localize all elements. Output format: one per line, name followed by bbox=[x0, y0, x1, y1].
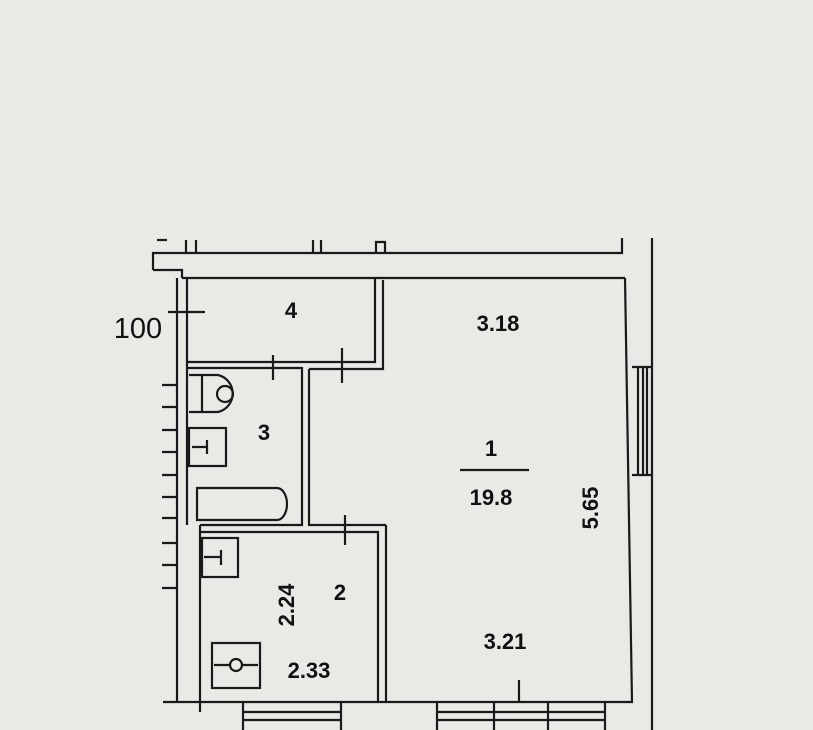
kitchen-sink-icon bbox=[200, 536, 240, 579]
window-bottom-left bbox=[241, 702, 343, 730]
room-1-width-bottom: 3.21 bbox=[484, 629, 527, 654]
sink-icon bbox=[187, 426, 228, 468]
window-bottom-right bbox=[435, 702, 607, 730]
room-1-width-top: 3.18 bbox=[477, 311, 520, 336]
walls bbox=[151, 238, 654, 730]
room-4-number: 4 bbox=[285, 298, 298, 323]
room-2-length: 2.24 bbox=[274, 583, 299, 627]
window-right bbox=[632, 365, 652, 477]
room-1-length: 5.65 bbox=[578, 487, 603, 530]
room-2-width: 2.33 bbox=[288, 658, 331, 683]
room-1-number: 1 bbox=[485, 436, 497, 461]
room-2-number: 2 bbox=[334, 580, 346, 605]
stove-icon bbox=[210, 641, 262, 690]
label-100: 100 bbox=[114, 313, 162, 345]
room-3-number: 3 bbox=[258, 420, 270, 445]
bathtub-icon bbox=[195, 486, 289, 522]
room-1-area: 19.8 bbox=[470, 485, 513, 510]
toilet-icon bbox=[189, 373, 235, 414]
